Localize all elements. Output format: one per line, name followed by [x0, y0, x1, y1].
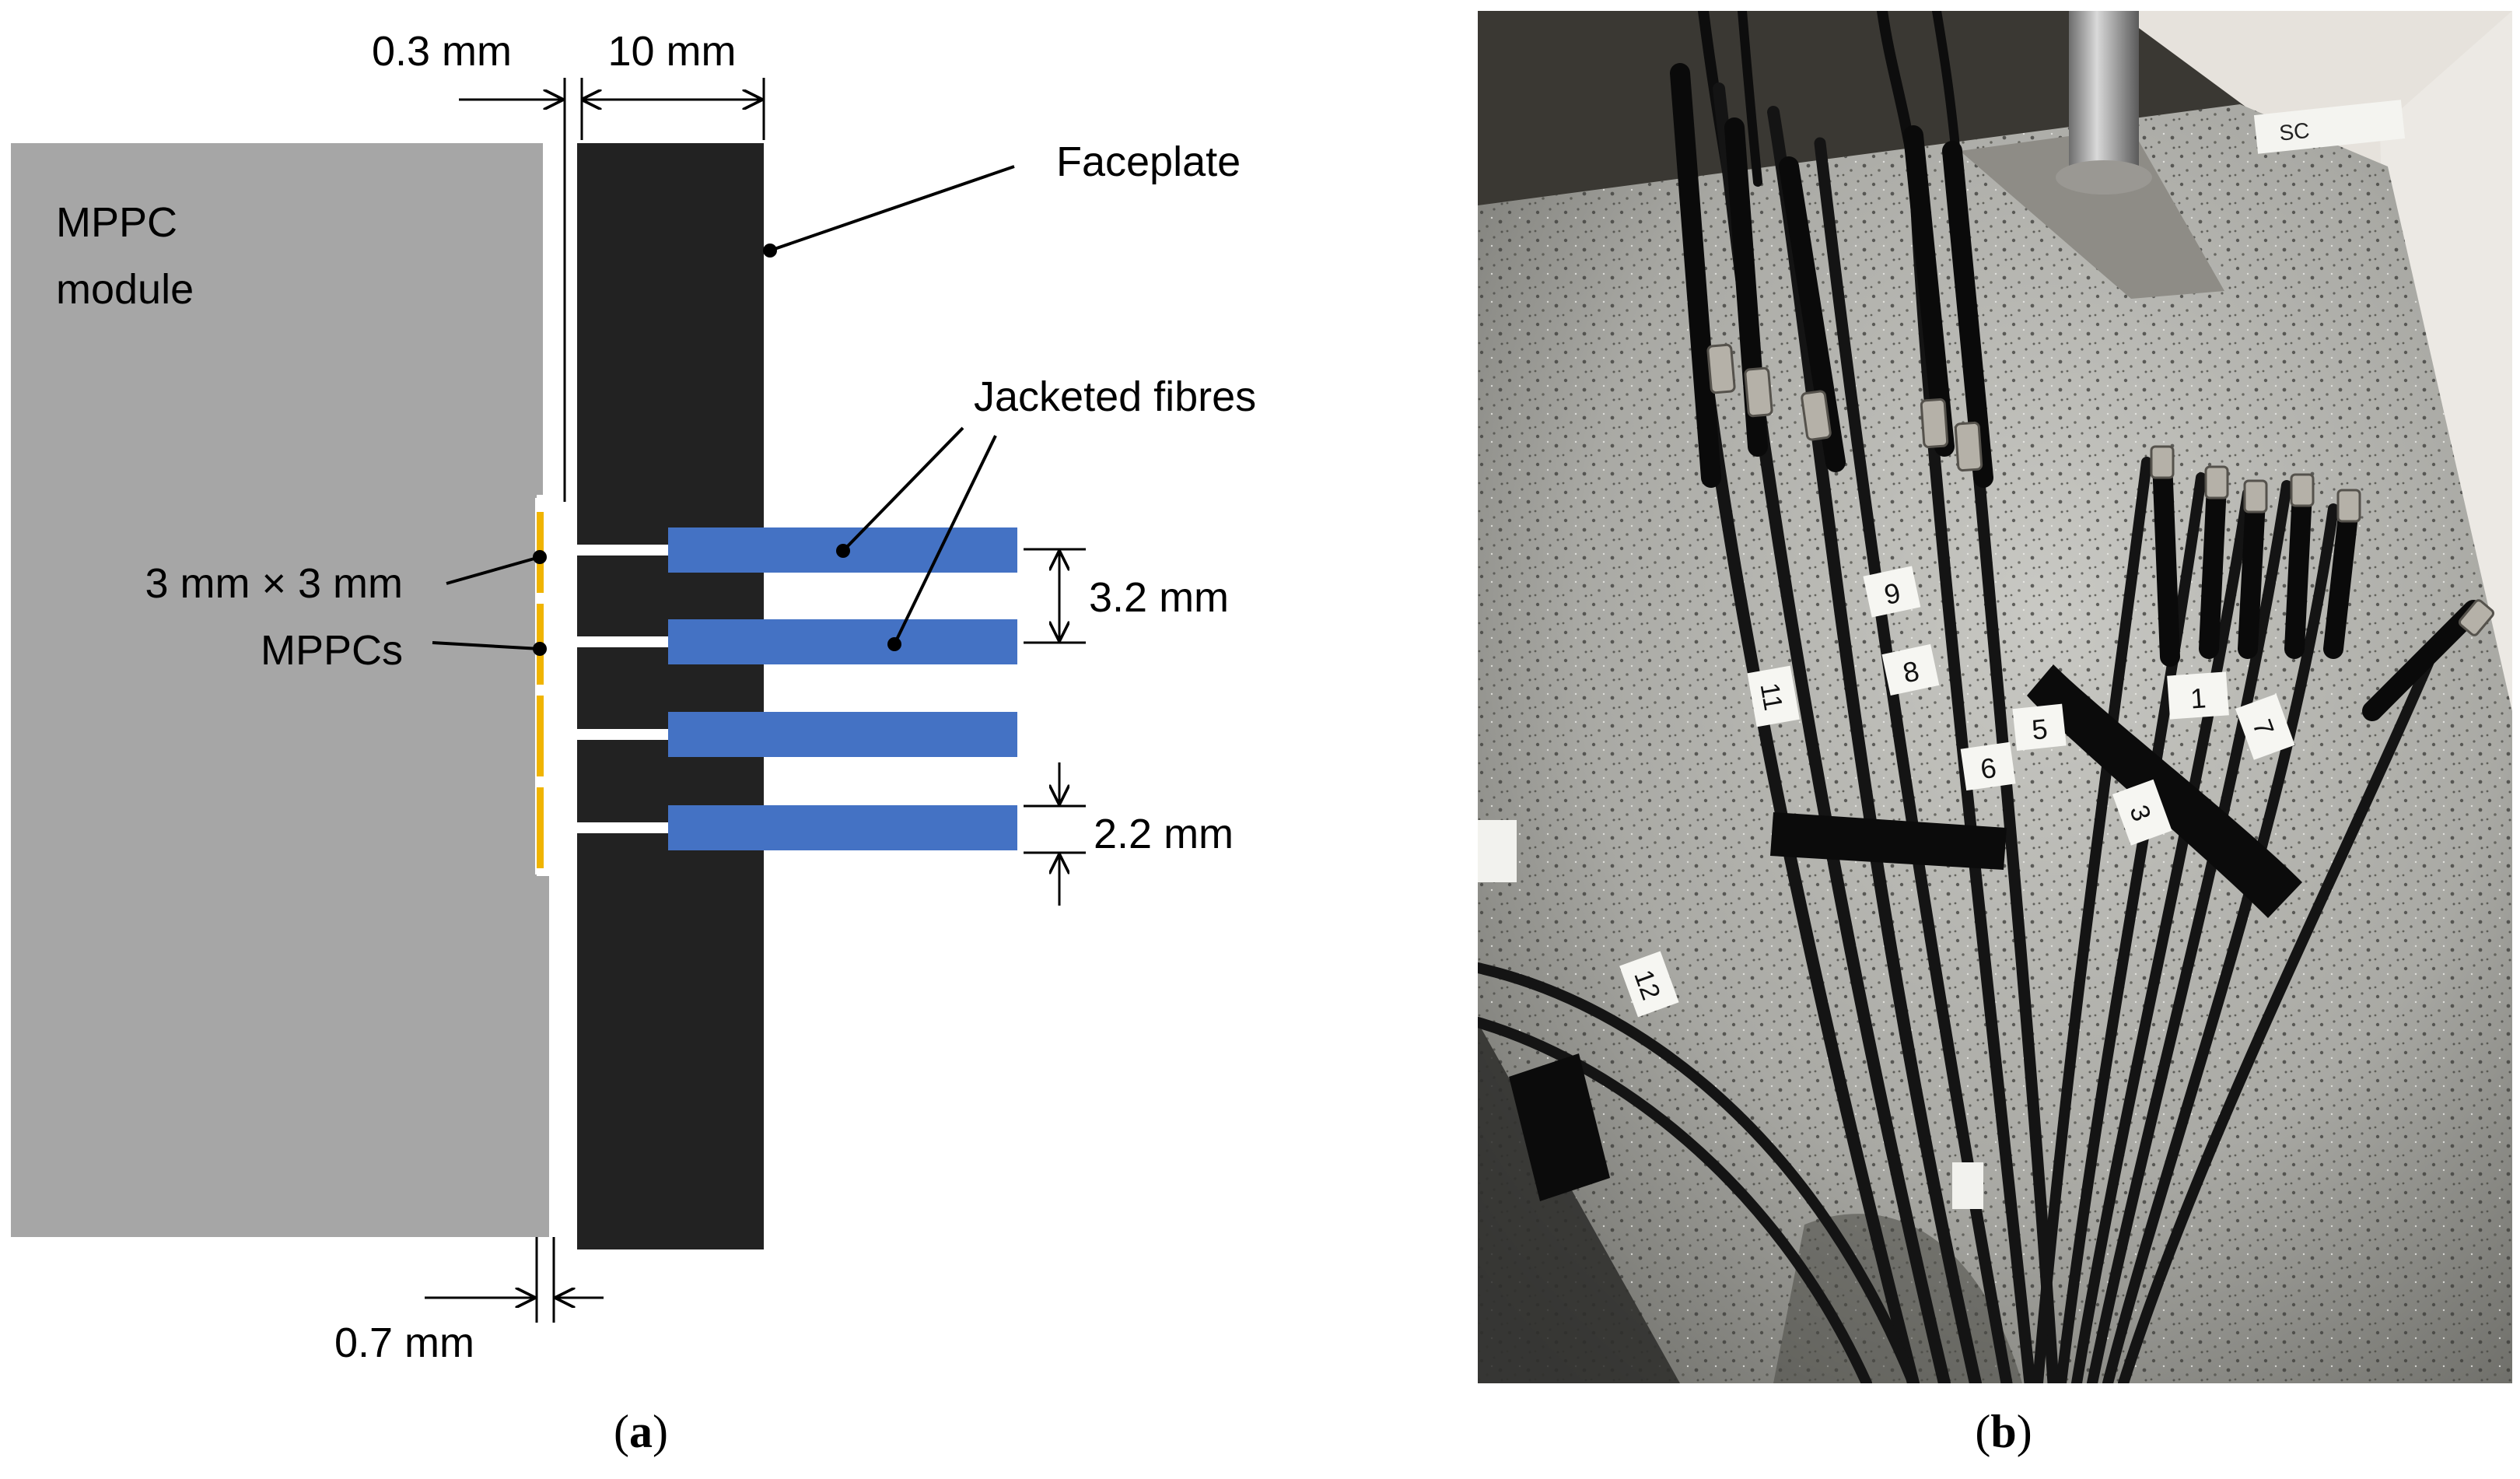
dim-offset-label: 0.7 mm: [334, 1320, 474, 1366]
faceplate-label: Faceplate: [1056, 138, 1241, 185]
dim-width-label: 2.2 mm: [1094, 811, 1234, 857]
fibre-stub: [548, 729, 668, 740]
faceplate-block: [577, 143, 764, 1249]
mppc-element: [537, 696, 544, 776]
mppc-element: [537, 787, 544, 868]
fibre-bundle-photo: SC: [1478, 11, 2512, 1383]
dimension-width-2-2mm: 2.2 mm: [1024, 762, 1234, 906]
caption-b: (b): [1975, 1406, 2032, 1457]
mppc-module-block: [11, 143, 549, 1237]
mppc-size-label: 3 mm × 3 mm: [145, 560, 403, 607]
fibre-stub: [548, 822, 668, 833]
photo-tag-sc: SC: [2278, 118, 2311, 145]
fibre-stub: [548, 545, 668, 556]
fibre-stubs: [548, 545, 668, 833]
photo-tag: 5: [2030, 713, 2049, 746]
photo-tag: 1: [2189, 682, 2207, 714]
dimension-faceplate-10mm: 10 mm: [580, 28, 765, 140]
mppcs-label: MPPCs: [261, 627, 403, 674]
jacketed-fibre: [668, 805, 1017, 850]
dim-faceplate-label: 10 mm: [607, 28, 736, 75]
photo-tag: 11: [1754, 681, 1788, 713]
module-label-line2: module: [56, 266, 194, 313]
jacketed-fibres-label: Jacketed fibres: [974, 373, 1256, 420]
dimension-offset-0-7mm: 0.7 mm: [334, 1237, 604, 1366]
dimension-pitch-3-2mm: 3.2 mm: [1024, 548, 1229, 644]
dim-gap-label: 0.3 mm: [372, 28, 512, 75]
module-label-line1: MPPC: [56, 199, 177, 246]
jacketed-fibre: [668, 712, 1017, 757]
panel-a-diagram: 0.3 mm 10 mm MPPC module Faceplate Jacke…: [11, 28, 1256, 1457]
jacketed-fibre: [668, 619, 1017, 664]
panel-b-photo: SC: [1478, 11, 2512, 1457]
dimension-gap-0-3mm: 0.3 mm: [372, 28, 566, 502]
photo-tags: 9 8 11 5 6 1 7 3 12: [1478, 566, 2295, 1209]
dim-pitch-label: 3.2 mm: [1089, 574, 1229, 621]
fibre-stub: [548, 636, 668, 647]
caption-a: (a): [614, 1406, 668, 1457]
